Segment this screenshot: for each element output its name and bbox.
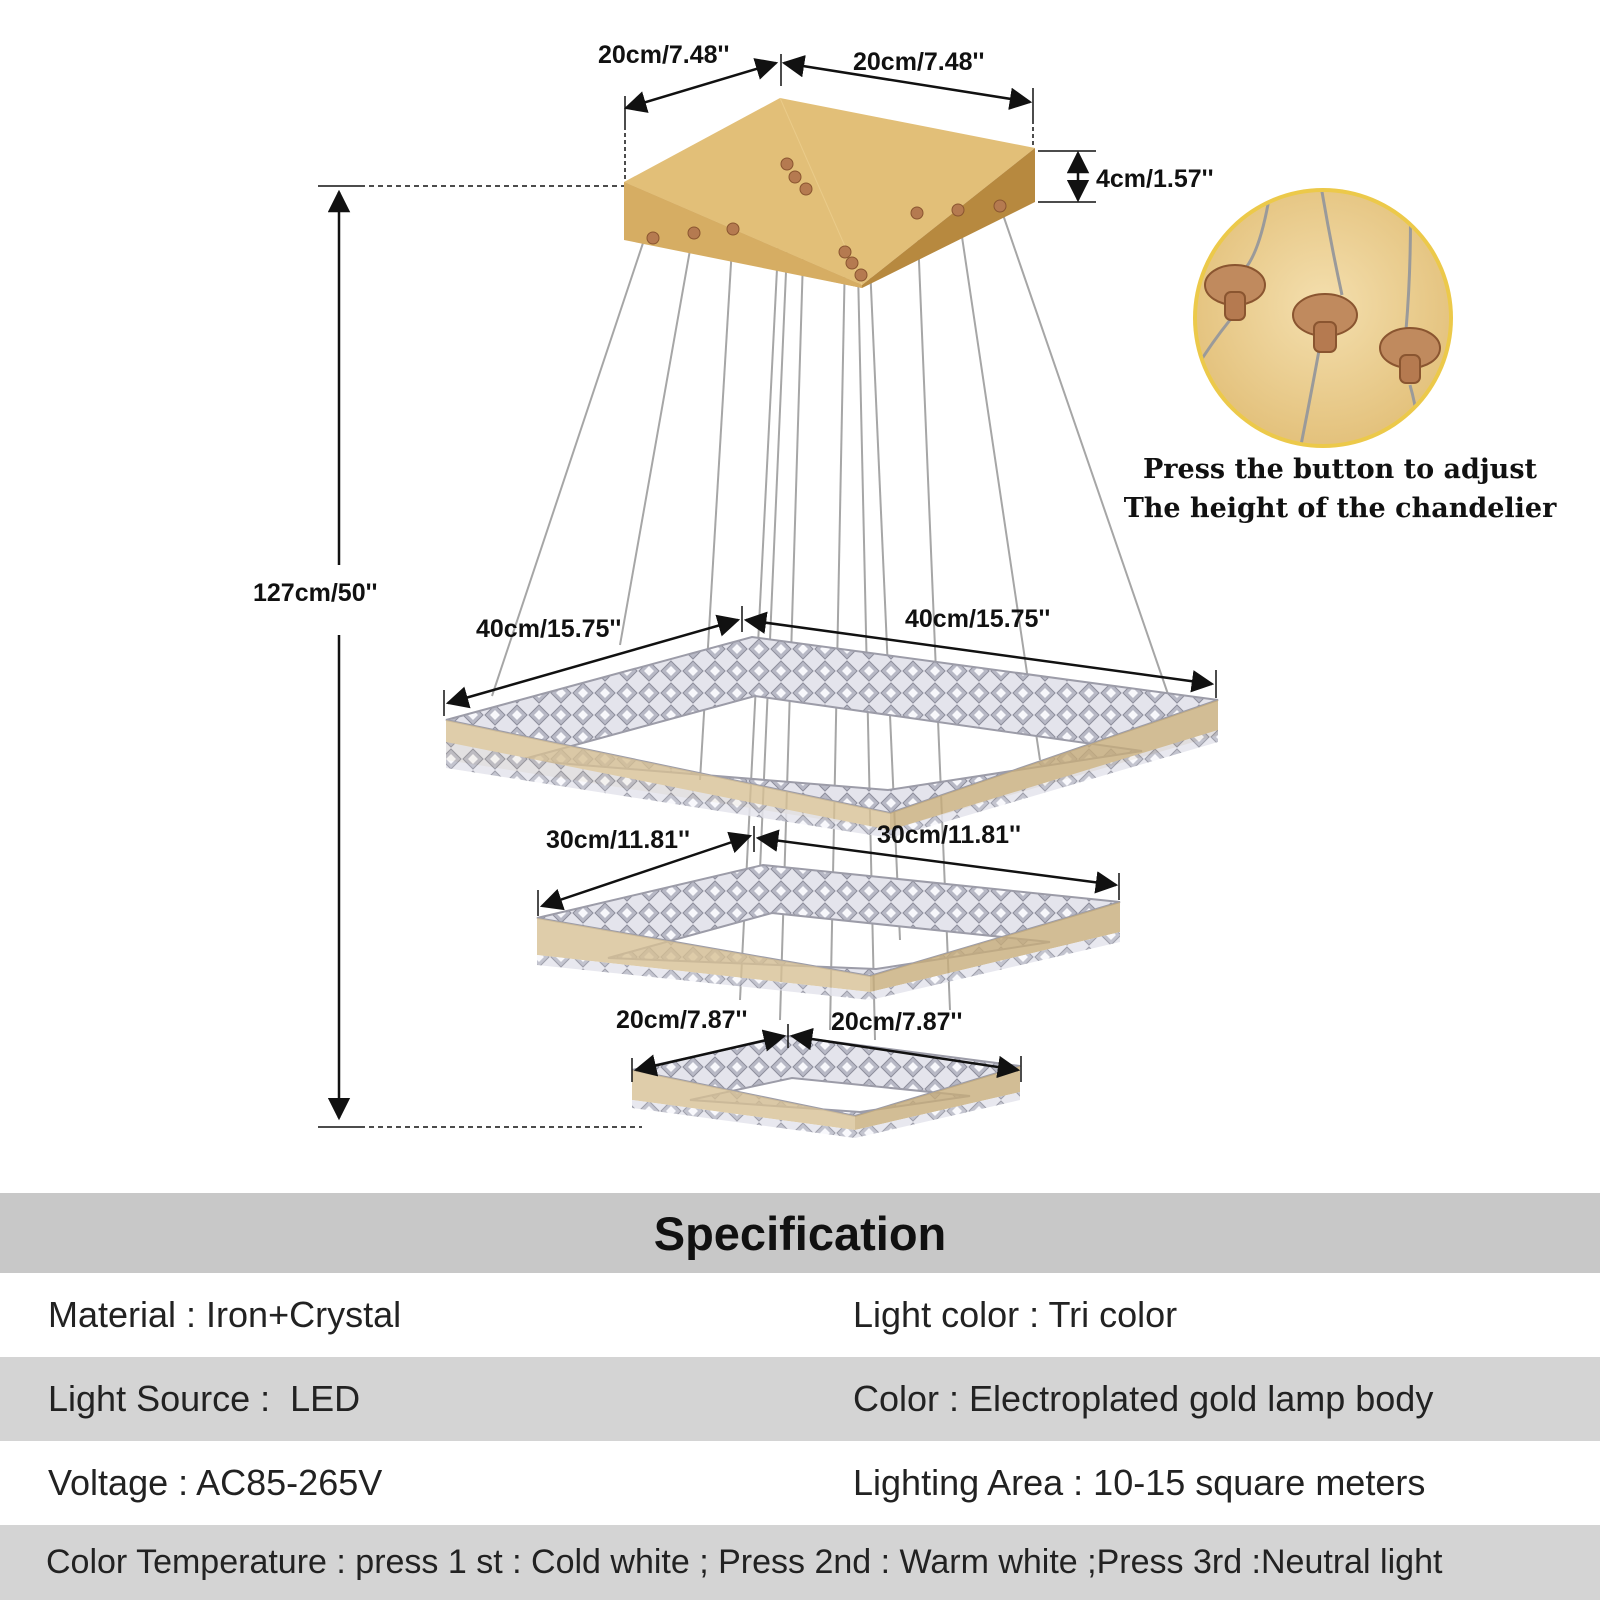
chandelier-dimension-diagram: 20cm/7.48'' 20cm/7.48'' 4cm/1.57'' 127cm… <box>253 41 1453 1138</box>
canopy-buttons <box>646 157 1007 282</box>
spec-material: Material : Iron+Crystal <box>48 1294 402 1335</box>
small-ring-depth-label: 20cm/7.87'' <box>616 1006 747 1034</box>
overall-height-label: 127cm/50'' <box>253 579 378 607</box>
medium-ring-depth-label: 30cm/11.81'' <box>546 826 690 854</box>
spec-row-2: Light Source : LED Color : Electroplated… <box>0 1357 1600 1441</box>
large-crystal-ring <box>445 635 1219 838</box>
canopy-width-label: 20cm/7.48'' <box>853 48 984 76</box>
caption-line-2: The height of the chandelier <box>1123 493 1557 524</box>
height-adjust-caption: Press the button to adjust The height of… <box>1120 450 1560 528</box>
large-ring-depth-label: 40cm/15.75'' <box>476 615 621 643</box>
spec-row-3: Voltage : AC85-265V Lighting Area : 10-1… <box>0 1441 1600 1525</box>
spec-voltage: Voltage : AC85-265V <box>48 1462 383 1503</box>
spec-light-color: Light color : Tri color <box>853 1294 1178 1335</box>
dimension-lines <box>318 54 1217 1128</box>
small-crystal-ring <box>631 1034 1021 1138</box>
caption-line-1: Press the button to adjust <box>1142 454 1537 485</box>
spec-color-temperature: Color Temperature : press 1 st : Cold wh… <box>46 1543 1443 1581</box>
spec-title-bar: Specification <box>0 1193 1600 1273</box>
spec-row-1: Material : Iron+Crystal Light color : Tr… <box>0 1273 1600 1357</box>
spec-row-4: Color Temperature : press 1 st : Cold wh… <box>0 1525 1600 1600</box>
spec-body-color: Color : Electroplated gold lamp body <box>853 1378 1434 1419</box>
canopy <box>624 97 1035 288</box>
medium-ring-width-label: 30cm/11.81'' <box>877 821 1021 849</box>
small-ring-width-label: 20cm/7.87'' <box>831 1008 962 1036</box>
spec-title: Specification <box>653 1206 947 1260</box>
button-detail-zoom <box>1193 188 1453 448</box>
canopy-height-label: 4cm/1.57'' <box>1096 165 1214 193</box>
canopy-depth-label: 20cm/7.48'' <box>598 41 729 69</box>
spec-light-source: Light Source : LED <box>48 1378 361 1419</box>
large-ring-width-label: 40cm/15.75'' <box>905 605 1050 633</box>
medium-crystal-ring <box>536 863 1121 1000</box>
zoom-buttons <box>1204 264 1441 384</box>
spec-lighting-area: Lighting Area : 10-15 square meters <box>853 1462 1426 1503</box>
